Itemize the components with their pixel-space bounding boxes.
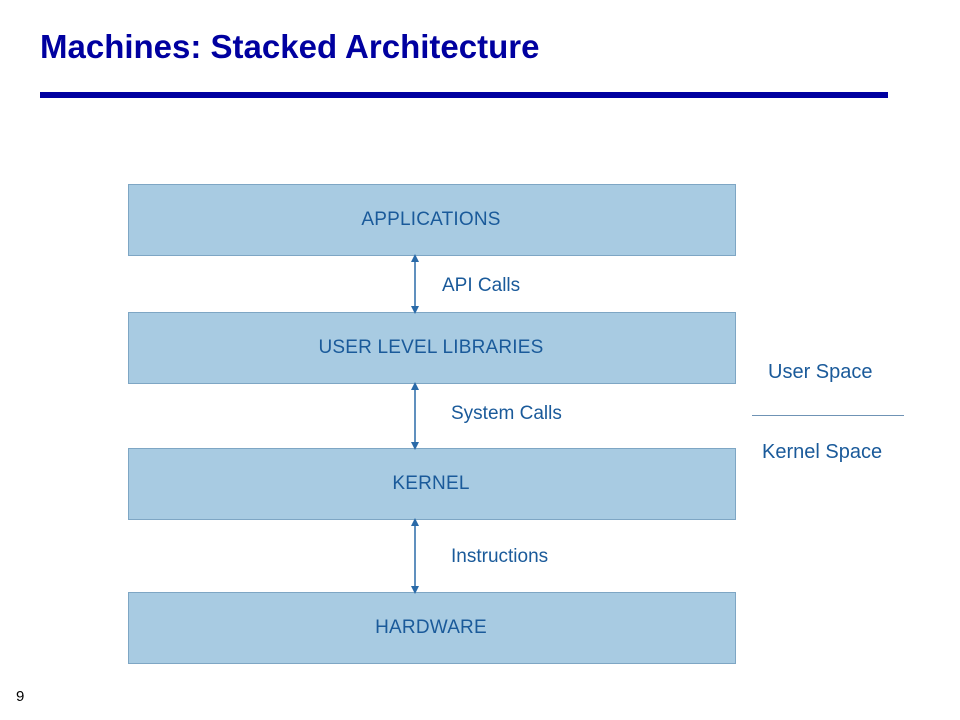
system-calls-label: System Calls: [451, 403, 562, 424]
user-space-label: User Space: [768, 361, 873, 383]
slide-title: Machines: Stacked Architecture: [40, 28, 540, 65]
layer-kernel: KERNEL: [128, 448, 736, 520]
layer-applications-label: APPLICATIONS: [361, 209, 501, 230]
layer-kernel-label: KERNEL: [392, 473, 470, 494]
layer-applications: APPLICATIONS: [128, 184, 736, 256]
kernel-space-label: Kernel Space: [762, 441, 883, 463]
api-calls-label: API Calls: [442, 275, 521, 296]
page-number: 9: [16, 688, 25, 705]
user-kernel-boundary-line: [752, 415, 904, 416]
title-underline: [40, 92, 888, 98]
layer-hardware-label: HARDWARE: [375, 617, 487, 638]
layer-user-level-libraries: USER LEVEL LIBRARIES: [128, 312, 736, 384]
layer-hardware: HARDWARE: [128, 592, 736, 664]
layer-user-level-libraries-label: USER LEVEL LIBRARIES: [318, 337, 544, 358]
instructions-label: Instructions: [451, 546, 549, 567]
